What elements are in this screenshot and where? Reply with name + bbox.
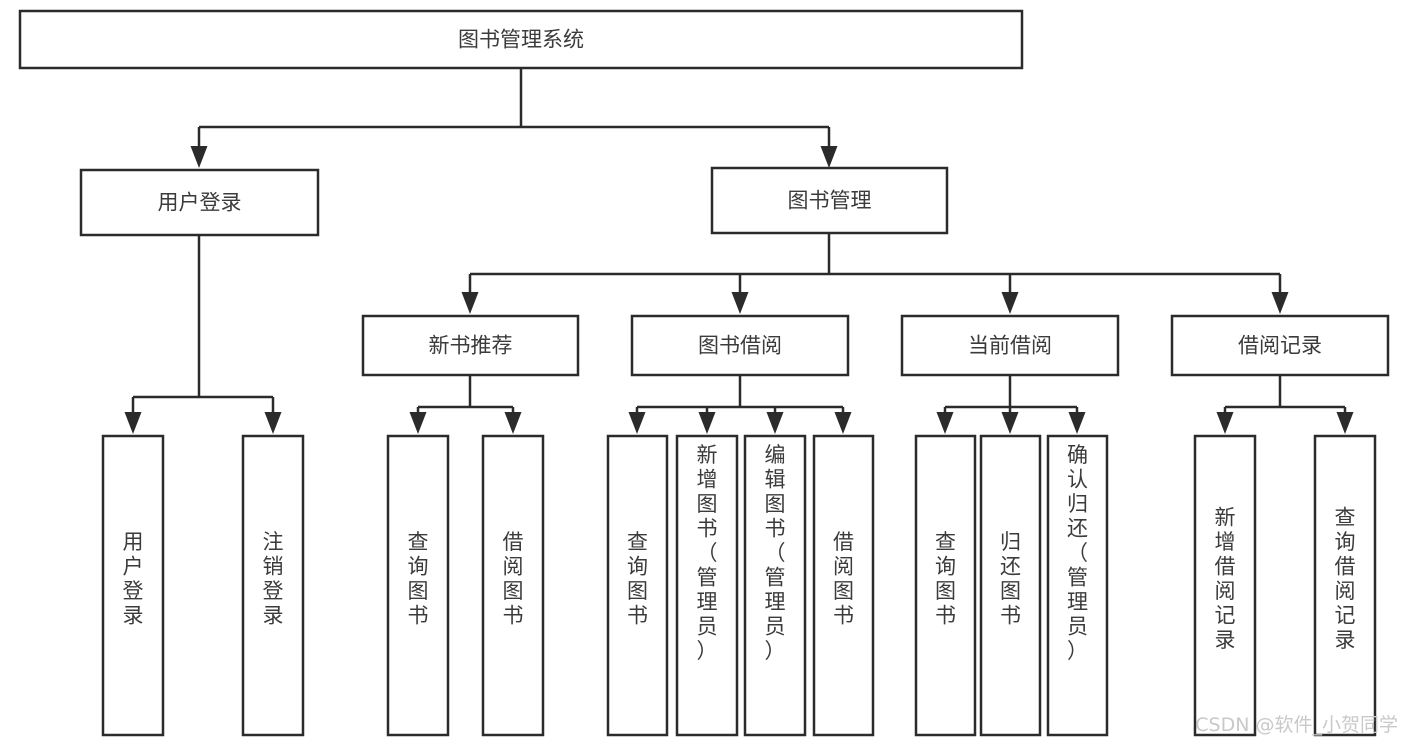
node-leaf-query-book-current[interactable]: 查询图书 [914, 434, 977, 737]
node-leaf-borrow-book[interactable]: 借阅图书 [812, 434, 875, 737]
node-box-leaf-user-login[interactable] [101, 434, 165, 737]
arrow-head-icon [834, 412, 852, 434]
node-label-new-book-recommend: 新书推荐 [429, 334, 513, 358]
node-label-leaf-logout: 注销登录 [263, 530, 284, 628]
node-box-leaf-query-book-borrow[interactable] [606, 434, 669, 737]
node-box-leaf-confirm-return-admin[interactable] [1046, 434, 1109, 737]
node-label-book-borrow: 图书借阅 [698, 334, 782, 358]
arrow-head-icon [820, 146, 838, 168]
arrow-head-icon [504, 412, 522, 434]
node-label-leaf-query-borrow-record: 查询借阅记录 [1335, 505, 1356, 652]
node-label-leaf-query-book-current: 查询图书 [935, 530, 956, 628]
csdn-watermark: CSDN @软件_小贺同学 [1195, 714, 1398, 736]
node-label-leaf-edit-book-admin: 编辑图书（管理员） [765, 443, 786, 663]
node-box-leaf-add-borrow-record[interactable] [1193, 434, 1257, 737]
node-box-leaf-query-borrow-record[interactable] [1313, 434, 1377, 737]
node-label-leaf-borrow-book-recommend: 借阅图书 [503, 530, 524, 628]
node-current-borrow[interactable]: 当前借阅 [900, 314, 1120, 377]
node-borrow-record[interactable]: 借阅记录 [1170, 314, 1390, 377]
arrow-head-icon [936, 412, 954, 434]
conn-root-to-level1 [190, 68, 838, 168]
node-box-new-book-recommend[interactable] [361, 314, 580, 377]
arrow-head-icon [1001, 292, 1019, 314]
node-leaf-confirm-return-admin[interactable]: 确认归还（管理员） [1046, 434, 1109, 737]
node-box-leaf-query-book-recommend[interactable] [386, 434, 450, 737]
connectors-layer [124, 68, 1354, 434]
node-label-leaf-add-borrow-record: 新增借阅记录 [1215, 505, 1236, 652]
node-book-borrow[interactable]: 图书借阅 [630, 314, 850, 377]
node-box-leaf-query-book-current[interactable] [914, 434, 977, 737]
node-leaf-return-book[interactable]: 归还图书 [979, 434, 1042, 737]
node-user-login[interactable]: 用户登录 [79, 168, 320, 237]
node-label-system: 图书管理系统 [458, 28, 584, 52]
node-label-leaf-query-book-recommend: 查询图书 [408, 530, 429, 628]
node-label-book-management: 图书管理 [788, 189, 872, 213]
node-label-leaf-borrow-book: 借阅图书 [833, 530, 854, 628]
arrow-head-icon [1336, 412, 1354, 434]
conn-userlogin-to-leaves [124, 235, 282, 434]
node-label-leaf-query-book-borrow: 查询图书 [627, 530, 648, 628]
node-leaf-add-book-admin[interactable]: 新增图书（管理员） [675, 434, 739, 737]
node-box-leaf-return-book[interactable] [979, 434, 1042, 737]
node-leaf-logout[interactable]: 注销登录 [241, 434, 305, 737]
arrow-head-icon [731, 292, 749, 314]
nodes-layer: 图书管理系统用户登录图书管理新书推荐图书借阅当前借阅借阅记录用户登录注销登录查询… [18, 9, 1390, 737]
node-system[interactable]: 图书管理系统 [18, 9, 1024, 70]
arrow-head-icon [264, 412, 282, 434]
node-leaf-edit-book-admin[interactable]: 编辑图书（管理员） [743, 434, 807, 737]
node-box-leaf-add-book-admin[interactable] [675, 434, 739, 737]
node-label-leaf-user-login: 用户登录 [123, 530, 144, 628]
node-box-leaf-logout[interactable] [241, 434, 305, 737]
node-label-leaf-return-book: 归还图书 [1000, 530, 1021, 628]
arrow-head-icon [1216, 412, 1234, 434]
arrow-head-icon [698, 412, 716, 434]
node-leaf-add-borrow-record[interactable]: 新增借阅记录 [1193, 434, 1257, 737]
node-box-book-borrow[interactable] [630, 314, 850, 377]
arrow-head-icon [1068, 412, 1086, 434]
node-leaf-query-borrow-record[interactable]: 查询借阅记录 [1313, 434, 1377, 737]
arrow-head-icon [1001, 412, 1019, 434]
conn-record-to-leaves [1216, 375, 1354, 434]
arrow-head-icon [461, 292, 479, 314]
node-label-borrow-record: 借阅记录 [1238, 334, 1322, 358]
node-book-management[interactable]: 图书管理 [710, 166, 949, 235]
node-box-user-login[interactable] [79, 168, 320, 237]
node-leaf-query-book-borrow[interactable]: 查询图书 [606, 434, 669, 737]
node-leaf-user-login[interactable]: 用户登录 [101, 434, 165, 737]
node-box-leaf-borrow-book[interactable] [812, 434, 875, 737]
conn-bm-to-level2 [461, 233, 1289, 314]
conn-borrow-to-leaves [628, 375, 852, 434]
node-box-leaf-edit-book-admin[interactable] [743, 434, 807, 737]
node-leaf-query-book-recommend[interactable]: 查询图书 [386, 434, 450, 737]
node-box-current-borrow[interactable] [900, 314, 1120, 377]
conn-recommend-to-leaves [409, 375, 522, 434]
arrow-head-icon [409, 412, 427, 434]
node-label-leaf-add-book-admin: 新增图书（管理员） [697, 443, 718, 663]
arrow-head-icon [766, 412, 784, 434]
node-label-user-login: 用户登录 [158, 191, 242, 215]
node-box-book-management[interactable] [710, 166, 949, 235]
node-box-leaf-borrow-book-recommend[interactable] [481, 434, 545, 737]
arrow-head-icon [124, 412, 142, 434]
node-label-leaf-confirm-return-admin: 确认归还（管理员） [1067, 443, 1088, 663]
arrow-head-icon [190, 146, 208, 168]
node-box-borrow-record[interactable] [1170, 314, 1390, 377]
node-box-system[interactable] [18, 9, 1024, 70]
node-leaf-borrow-book-recommend[interactable]: 借阅图书 [481, 434, 545, 737]
conn-current-to-leaves [936, 375, 1086, 434]
node-label-current-borrow: 当前借阅 [968, 334, 1052, 358]
arrow-head-icon [1271, 292, 1289, 314]
node-new-book-recommend[interactable]: 新书推荐 [361, 314, 580, 377]
arrow-head-icon [628, 412, 646, 434]
